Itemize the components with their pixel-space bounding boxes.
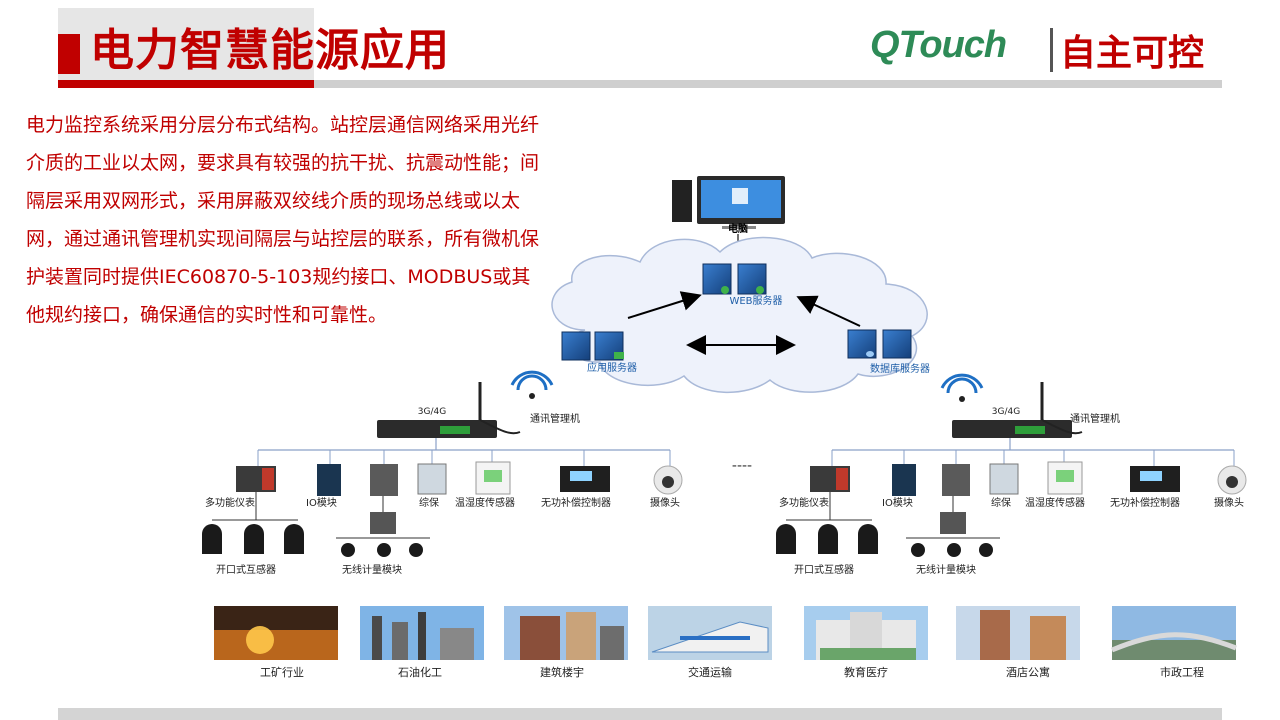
wireless-module-icon <box>940 512 966 534</box>
left-gateway-label: 通讯管理机 <box>530 412 580 425</box>
right-device-label: 多功能仪表 <box>779 496 829 509</box>
right-device-label: 温湿度传感器 <box>1025 496 1085 509</box>
arrow-db-to-web <box>796 295 861 327</box>
gateway-icon <box>952 420 1072 438</box>
group-ellipsis: ---- <box>732 458 752 474</box>
wifi-icon <box>510 370 554 399</box>
industry-building-photo <box>504 606 628 660</box>
logo-separator <box>1050 28 1053 72</box>
io-module-icon <box>892 464 916 496</box>
description-text: 电力监控系统采用分层分布式结构。站控层通信网络采用光纤介质的工业以太网，要求具有… <box>26 114 540 326</box>
io-module-icon <box>317 464 341 496</box>
industry-transport-photo <box>648 606 772 660</box>
industry-label: 工矿行业 <box>260 666 304 679</box>
right-field-group: 3G/4G 通讯管理机 多功能仪表 IO模块 综保 温湿度传感器 无功补偿控制器… <box>776 373 1247 576</box>
wireless-node-icon <box>911 543 993 557</box>
industry-label: 交通运输 <box>688 665 732 679</box>
page-title: 电力智慧能源应用 <box>90 25 450 76</box>
left-device-label: 综保 <box>419 496 439 509</box>
right-gateway-label: 通讯管理机 <box>1070 412 1120 425</box>
industry-label: 石油化工 <box>398 665 442 679</box>
computer-label: 电脑 <box>728 222 748 235</box>
left-device-label: 无功补偿控制器 <box>541 496 611 509</box>
title-accent-bar <box>58 34 80 74</box>
footer-bar <box>58 708 1222 720</box>
logo-brand: QTouch <box>870 24 1007 66</box>
arrow-app-to-web <box>627 291 702 319</box>
right-device-label: 无功补偿控制器 <box>1110 496 1180 509</box>
left-network-label: 3G/4G <box>418 407 446 417</box>
industry-municipal-photo <box>1111 606 1237 660</box>
industry-label: 酒店公寓 <box>1006 665 1050 679</box>
industry-hotel-photo <box>956 606 1080 660</box>
computer-icon <box>672 176 785 229</box>
db-server-icon <box>847 329 912 359</box>
left-wireless-label: 无线计量模块 <box>342 563 402 576</box>
relay-icon <box>370 464 398 496</box>
ct-clamp-icon <box>776 524 878 554</box>
left-field-group: 3G/4G 通讯管理机 多功能仪表 IO模块 综保 温湿度传感器 无功补偿控制器… <box>202 370 683 576</box>
left-ct-label: 开口式互感器 <box>216 563 276 576</box>
industry-education-photo <box>804 606 928 660</box>
protection-icon <box>417 463 447 495</box>
logo-slogan: 自主可控 <box>1060 33 1205 74</box>
ct-clamp-icon <box>202 524 304 554</box>
right-ct-label: 开口式互感器 <box>794 563 854 576</box>
industry-petrochem-photo <box>360 606 484 660</box>
left-device-label: 温湿度传感器 <box>455 496 515 509</box>
industry-label: 市政工程 <box>1160 665 1204 679</box>
right-device-label: 综保 <box>991 496 1011 509</box>
industry-label: 教育医疗 <box>844 665 888 679</box>
right-wireless-label: 无线计量模块 <box>916 563 976 576</box>
app-server-label: 应用服务器 <box>587 361 637 374</box>
wifi-icon <box>940 373 984 402</box>
wireless-node-icon <box>341 543 423 557</box>
header-grey-rule <box>314 80 1222 88</box>
right-device-label: 摄像头 <box>1214 496 1244 509</box>
left-device-label: 摄像头 <box>650 496 680 509</box>
web-server-icon <box>702 263 767 295</box>
relay-icon <box>942 464 970 496</box>
header-red-rule <box>58 80 314 88</box>
protection-icon <box>989 463 1019 495</box>
cloud-shape <box>551 236 928 394</box>
db-server-label: 数据库服务器 <box>870 362 930 375</box>
industry-tiles: 工矿行业 石油化工 建筑楼宇 交通运输 教育医疗 酒店公寓 市政工程 <box>214 606 1237 679</box>
left-device-label: 多功能仪表 <box>205 496 255 509</box>
title-background <box>58 8 314 88</box>
right-network-label: 3G/4G <box>992 407 1020 417</box>
industry-mining-photo <box>214 606 338 660</box>
gateway-icon <box>377 420 497 438</box>
web-server-label: WEB服务器 <box>729 294 782 307</box>
app-server-icon <box>561 331 624 361</box>
right-device-label: IO模块 <box>882 497 913 509</box>
industry-label: 建筑楼宇 <box>540 665 584 679</box>
wireless-module-icon <box>370 512 396 534</box>
left-device-label: IO模块 <box>306 497 337 509</box>
